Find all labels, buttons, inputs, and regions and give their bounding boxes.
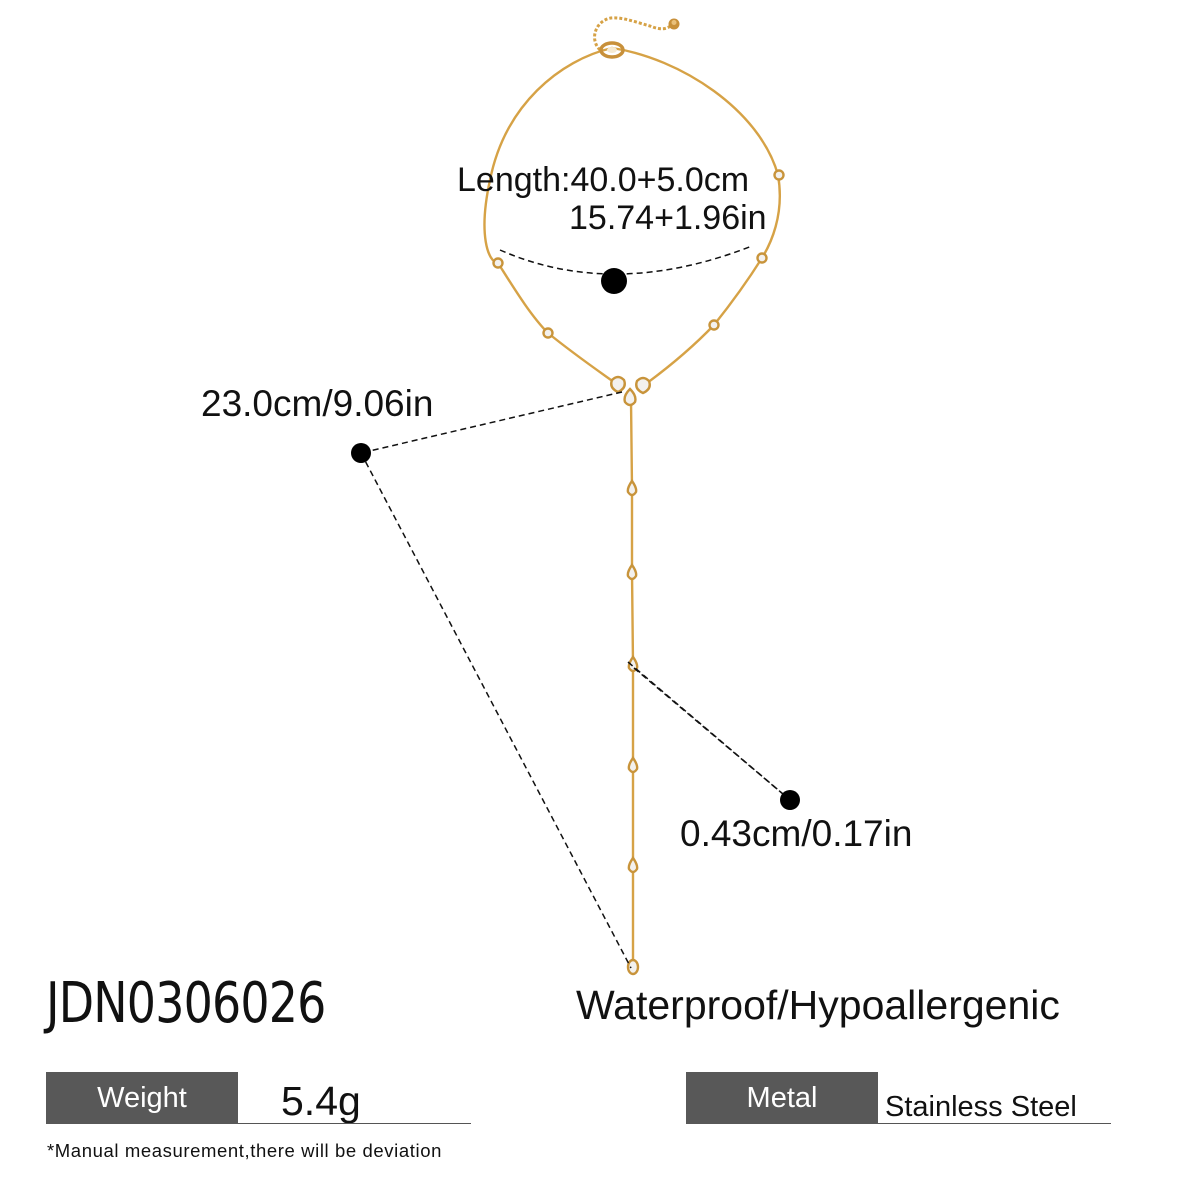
weight-underline xyxy=(238,1123,471,1124)
weight-label: Weight xyxy=(46,1072,238,1124)
weight-spec-row: Weight 5.4g xyxy=(46,1072,471,1124)
product-feature: Waterproof/Hypoallergenic xyxy=(576,982,1060,1028)
length-cm-label: Length:40.0+5.0cm xyxy=(457,161,750,199)
clasp-icon xyxy=(593,16,680,59)
product-sku: JDN0306026 xyxy=(46,971,326,1036)
measurement-markers xyxy=(351,268,800,810)
length-marker-dot xyxy=(601,268,627,294)
metal-value: Stainless Steel xyxy=(885,1091,1077,1123)
metal-label: Metal xyxy=(686,1072,878,1124)
drop-length-label: 23.0cm/9.06in xyxy=(201,383,434,424)
stone-size-label: 0.43cm/0.17in xyxy=(680,813,913,854)
drop-line-top xyxy=(360,391,623,454)
weight-value: 5.4g xyxy=(281,1078,361,1124)
length-in-label: 15.74+1.96in xyxy=(569,199,767,237)
dimension-lines xyxy=(360,245,791,969)
metal-spec-row: Metal Stainless Steel xyxy=(686,1072,1111,1124)
stone-line-1 xyxy=(627,661,791,801)
stone-marker-dot xyxy=(780,790,800,810)
metal-underline xyxy=(878,1123,1111,1124)
measurement-disclaimer: *Manual measurement,there will be deviat… xyxy=(47,1140,442,1161)
drop-marker-dot xyxy=(351,443,371,463)
loop-stones xyxy=(492,169,785,339)
junction-stones xyxy=(610,375,651,407)
stone-line-2 xyxy=(633,667,791,801)
drop-line-bottom xyxy=(360,452,632,969)
length-arc-line xyxy=(499,245,753,275)
